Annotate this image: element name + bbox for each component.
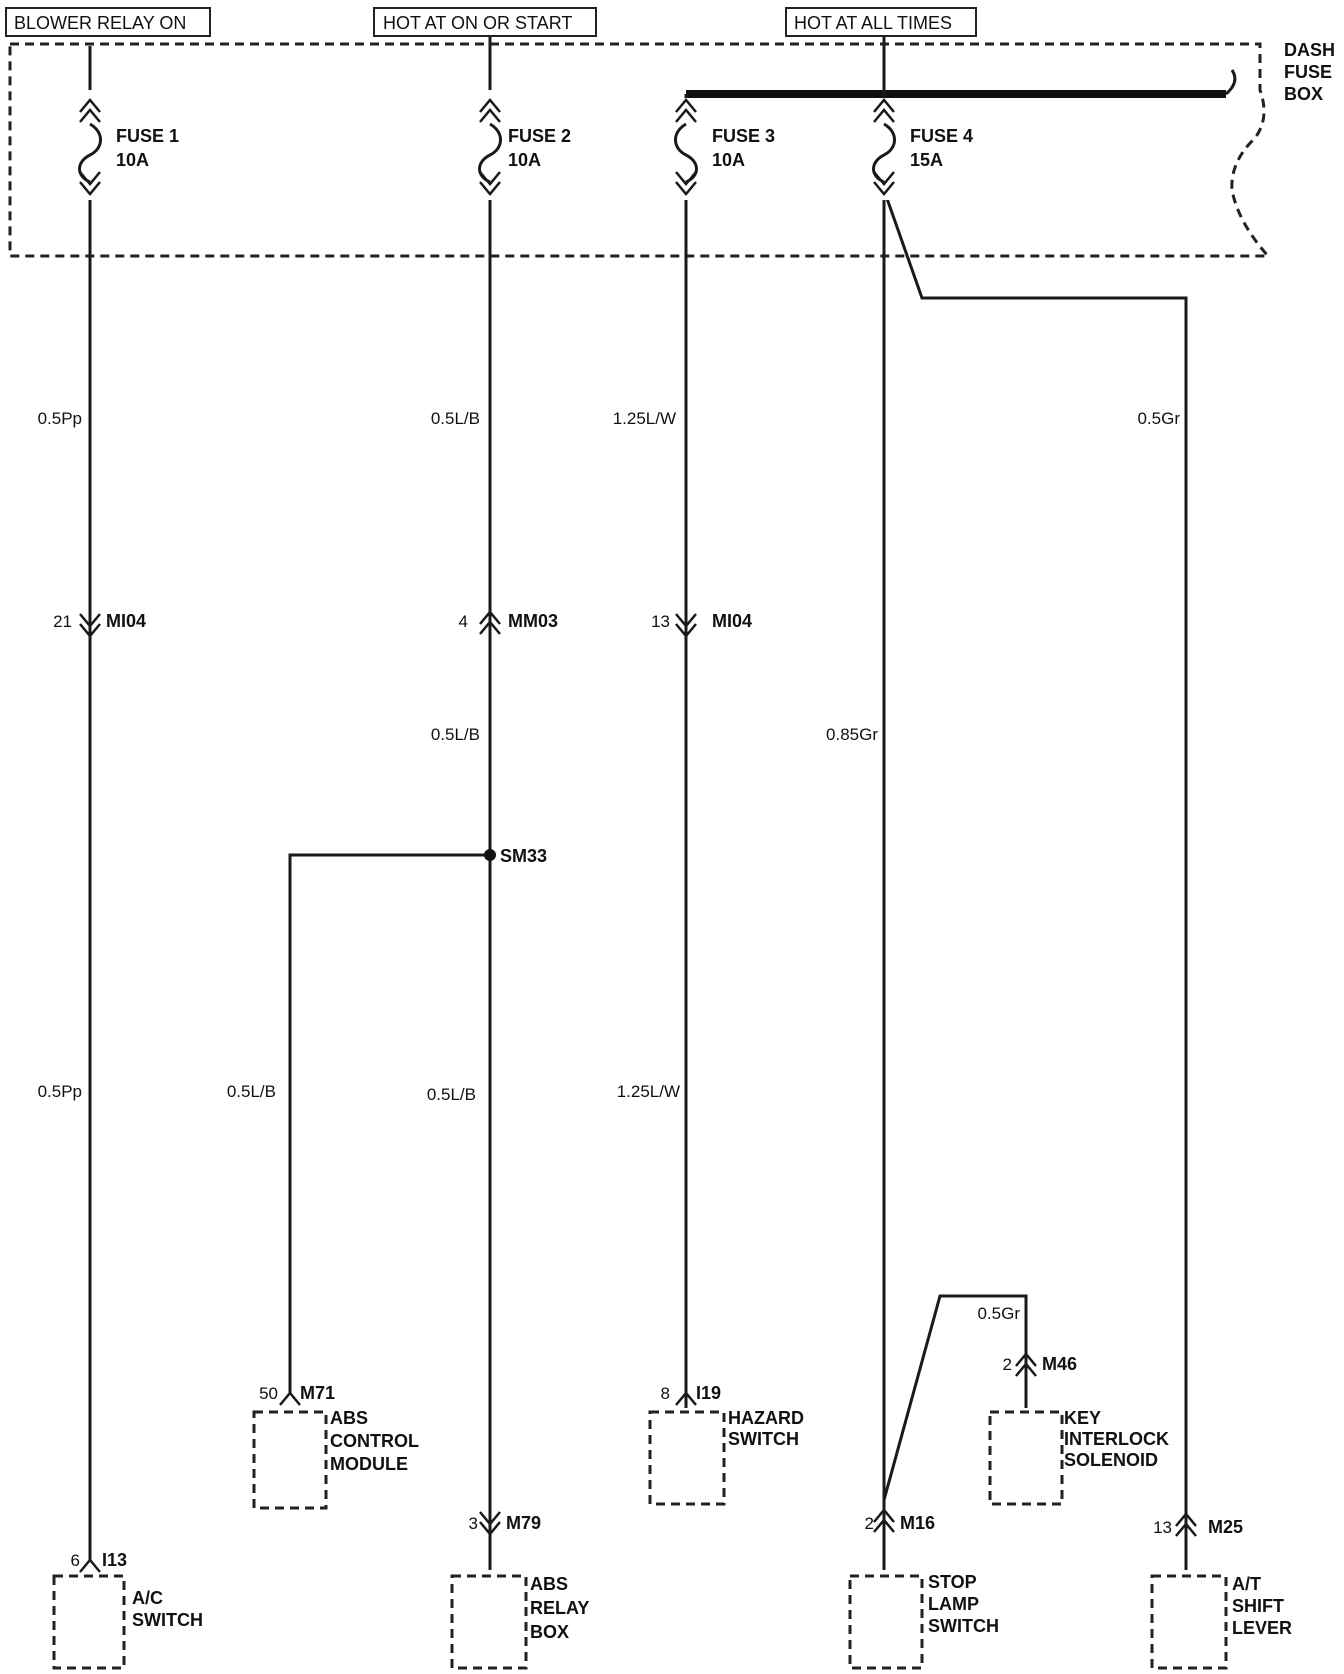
component-stop-lamp-switch: STOP LAMP SWITCH [848,1572,999,1670]
connector-i19: 8 I19 [661,1383,721,1406]
connector-i13: 6 I13 [71,1550,127,1573]
connector-m46-name: M46 [1042,1354,1077,1374]
connector-m79-name: M79 [506,1513,541,1533]
stop-lamp-line1: STOP [928,1572,977,1592]
connector-m16-pin: 2 [865,1514,874,1533]
connector-mi04-a-name: MI04 [106,611,146,631]
fuse-1-rating: 10A [116,150,149,170]
fuse-4-name: FUSE 4 [910,126,973,146]
connector-mi04-a: 21 MI04 [53,611,146,638]
header-blower-text: BLOWER RELAY ON [14,13,186,33]
component-at-shift-lever: A/T SHIFT LEVER [1150,1574,1292,1670]
component-hazard-switch: HAZARD SWITCH [648,1408,804,1506]
abs-control-line1: ABS [330,1408,368,1428]
wire-branch-abs-control [288,853,490,1395]
stop-lamp-line3: SWITCH [928,1616,999,1636]
key-interlock-line2: INTERLOCK [1064,1429,1169,1449]
wire-branch-shift-lever [882,189,1188,1570]
connector-m79: 3 M79 [469,1511,541,1536]
fuse-box-label-line1: DASH [1284,40,1335,60]
fuse-box-label-line2: FUSE [1284,62,1332,82]
fuse-box-label-line3: BOX [1284,84,1323,104]
connector-m25-pin: 13 [1153,1518,1172,1537]
abs-control-line3: MODULE [330,1454,408,1474]
abs-relay-line3: BOX [530,1622,569,1642]
shift-lever-line2: SHIFT [1232,1596,1284,1616]
connector-m71-pin: 50 [259,1384,278,1403]
connector-m16-name: M16 [900,1513,935,1533]
header-hot-on-start-text: HOT AT ON OR START [383,13,572,33]
component-abs-control-module: ABS CONTROL MODULE [252,1408,419,1510]
stop-lamp-line2: LAMP [928,1594,979,1614]
abs-control-line2: CONTROL [330,1431,419,1451]
wire-label-c1-upper: 0.5Pp [38,409,82,428]
bus-end-hook [1224,69,1237,96]
shift-lever-line1: A/T [1232,1574,1261,1594]
fuse-2-name: FUSE 2 [508,126,571,146]
wire-label-c2-lower: 0.5L/B [427,1085,476,1104]
fuse-4 [872,98,896,200]
key-interlock-line3: SOLENOID [1064,1450,1158,1470]
dash-fuse-box-outline [8,42,1272,258]
connector-i19-name: I19 [696,1383,721,1403]
fuse-4-rating: 15A [910,150,943,170]
connector-m25: 13 M25 [1153,1512,1243,1537]
connector-m46-pin: 2 [1003,1355,1012,1374]
abs-relay-line1: ABS [530,1574,568,1594]
connector-mm03: 4 MM03 [459,610,558,635]
hazard-line2: SWITCH [728,1429,799,1449]
header-hot-at-on-or-start: HOT AT ON OR START [373,7,597,37]
connector-mi04-a-pin: 21 [53,612,72,631]
connector-mm03-name: MM03 [508,611,558,631]
connector-m25-name: M25 [1208,1517,1243,1537]
connector-m46: 2 M46 [1003,1352,1077,1377]
header-blower-relay-on: BLOWER RELAY ON [5,7,211,37]
connector-mm03-pin: 4 [459,612,468,631]
wire-label-c4-key: 0.5Gr [977,1304,1020,1323]
wire-label-c2-abs-branch: 0.5L/B [227,1082,276,1101]
ac-switch-line1: A/C [132,1588,163,1608]
ac-switch-line2: SWITCH [132,1610,203,1630]
fuse-2 [478,90,502,200]
connector-i13-pin: 6 [71,1551,80,1570]
hazard-line1: HAZARD [728,1408,804,1428]
connector-mi04-b-name: MI04 [712,611,752,631]
fuse-1 [78,90,102,200]
key-interlock-line1: KEY [1064,1408,1101,1428]
wire-label-c3-lower: 1.25L/W [617,1082,680,1101]
component-abs-relay-box: ABS RELAY BOX [450,1574,589,1670]
fuse-1-name: FUSE 1 [116,126,179,146]
splice-sm33-label: SM33 [500,846,547,866]
wire-label-c2-upper: 0.5L/B [431,409,480,428]
header-hot-all-text: HOT AT ALL TIMES [794,13,952,33]
wire-label-c4-shift: 0.5Gr [1137,409,1180,428]
connector-m79-pin: 3 [469,1514,478,1533]
connector-m71: 50 M71 [259,1383,335,1406]
component-ac-switch: A/C SWITCH [52,1574,203,1670]
splice-sm33 [484,849,496,861]
fuse-3-name: FUSE 3 [712,126,775,146]
wire-label-c1-lower: 0.5Pp [38,1082,82,1101]
abs-relay-line2: RELAY [530,1598,589,1618]
component-key-interlock-solenoid: KEY INTERLOCK SOLENOID [988,1408,1169,1506]
wire-branch-key-interlock [882,1294,1028,1501]
connector-m16: 2 M16 [865,1508,935,1533]
connector-m71-name: M71 [300,1383,335,1403]
connector-mi04-b: 13 MI04 [651,611,752,638]
fuse-3-rating: 10A [712,150,745,170]
connector-i19-pin: 8 [661,1384,670,1403]
header-hot-at-all-times: HOT AT ALL TIMES [785,7,977,37]
shift-lever-line3: LEVER [1232,1618,1292,1638]
connector-mi04-b-pin: 13 [651,612,670,631]
wire-label-c3-upper: 1.25L/W [613,409,676,428]
wire-label-c4-stop: 0.85Gr [826,725,878,744]
fuse-3 [674,98,698,200]
connector-i13-name: I13 [102,1550,127,1570]
fuse-2-rating: 10A [508,150,541,170]
wire-label-c2-mid: 0.5L/B [431,725,480,744]
